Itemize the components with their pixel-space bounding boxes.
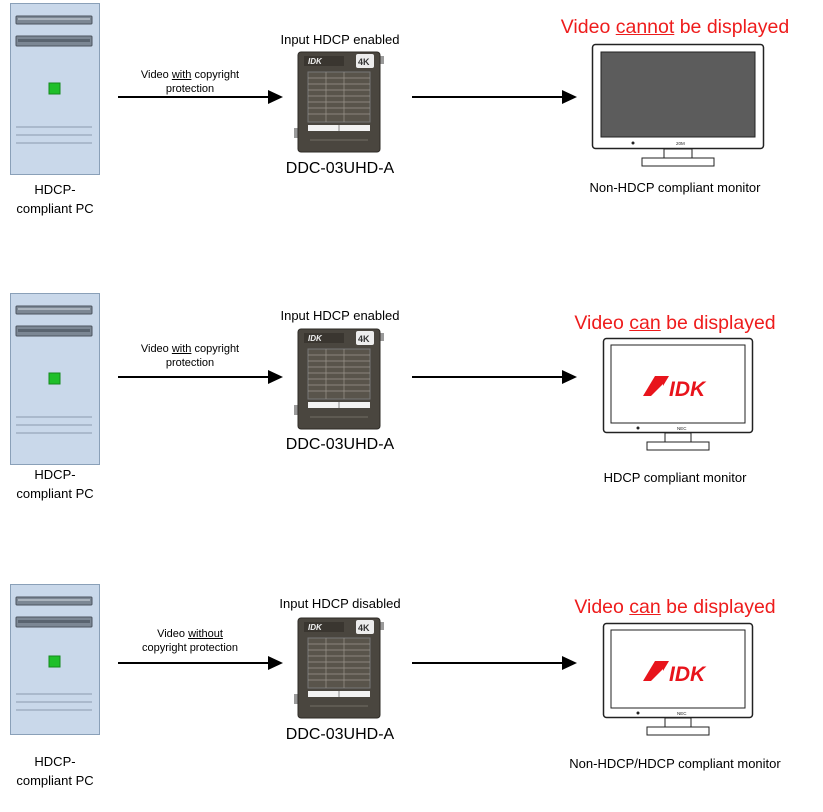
display-status: Video cannot be displayed xyxy=(560,16,790,38)
pc-tower-icon xyxy=(10,3,100,175)
arrow-pc-to-device xyxy=(118,656,283,670)
svg-text:IDK: IDK xyxy=(308,334,323,343)
device-name: DDC-03UHD-A xyxy=(285,436,395,453)
svg-text:NEC: NEC xyxy=(677,711,687,716)
svg-text:4K: 4K xyxy=(358,623,370,633)
signal-emphasis: with xyxy=(171,69,192,81)
status-emphasis: can xyxy=(629,596,661,618)
svg-text:NEC: NEC xyxy=(677,426,687,431)
monitor-label: Non-HDCP compliant monitor xyxy=(589,180,761,195)
arrow-device-to-monitor xyxy=(412,90,577,104)
pc-label-line2: compliant PC xyxy=(16,486,94,501)
status-emphasis: can xyxy=(629,312,661,334)
converter-device-icon: IDK 4K xyxy=(294,328,384,430)
monitor-label: HDCP compliant monitor xyxy=(603,470,747,485)
signal-label: Video with copyright protection xyxy=(140,69,240,95)
pc-label-line2: compliant PC xyxy=(16,773,94,788)
monitor-icon: IDK NEC xyxy=(602,337,754,451)
scenario-row-3: HDCP- compliant PC Video without copyrig… xyxy=(0,582,823,812)
svg-text:4K: 4K xyxy=(358,334,370,344)
arrow-pc-to-device xyxy=(118,370,283,384)
monitor-logo-text: IDK xyxy=(669,378,707,401)
scenario-row-2: HDCP- compliant PC Video with copyright … xyxy=(0,290,823,520)
converter-device-icon: IDK 4K xyxy=(294,617,384,719)
converter-device-icon: IDK 4K xyxy=(294,51,384,153)
monitor-icon: IDK NEC xyxy=(602,622,754,736)
display-status: Video can be displayed xyxy=(574,596,776,618)
signal-label: Video with copyright protection xyxy=(140,343,240,369)
monitor-label: Non-HDCP/HDCP compliant monitor xyxy=(569,756,781,771)
svg-text:IDK: IDK xyxy=(308,623,323,632)
device-mode-label: Input HDCP disabled xyxy=(279,596,401,611)
pc-label-line1: HDCP- xyxy=(34,754,76,769)
device-name: DDC-03UHD-A xyxy=(285,160,395,177)
idk-logo-icon: IDK xyxy=(643,376,707,401)
pc-label-line1: HDCP- xyxy=(34,467,76,482)
scenario-row-1: HDCP- compliant PC Video with copyright … xyxy=(0,0,823,230)
monitor-logo-text: IDK xyxy=(669,663,707,686)
pc-tower-icon xyxy=(10,584,100,735)
svg-text:20M: 20M xyxy=(676,141,685,146)
display-status: Video can be displayed xyxy=(574,312,776,334)
device-name: DDC-03UHD-A xyxy=(285,726,395,743)
signal-emphasis: without xyxy=(188,628,223,640)
svg-text:4K: 4K xyxy=(358,57,370,67)
idk-logo-icon: IDK xyxy=(643,661,707,686)
arrow-device-to-monitor xyxy=(412,656,577,670)
monitor-icon: 20M xyxy=(591,43,765,167)
device-mode-label: Input HDCP enabled xyxy=(280,32,400,47)
device-mode-label: Input HDCP enabled xyxy=(280,308,400,323)
svg-text:IDK: IDK xyxy=(308,57,323,66)
pc-label-line2: compliant PC xyxy=(16,201,94,216)
signal-label: Video without copyright protection xyxy=(142,628,238,654)
pc-tower-icon xyxy=(10,293,100,465)
pc-label-line1: HDCP- xyxy=(34,182,76,197)
status-emphasis: cannot xyxy=(615,16,675,38)
arrow-device-to-monitor xyxy=(412,370,577,384)
arrow-pc-to-device xyxy=(118,90,283,104)
signal-emphasis: with xyxy=(171,343,192,355)
